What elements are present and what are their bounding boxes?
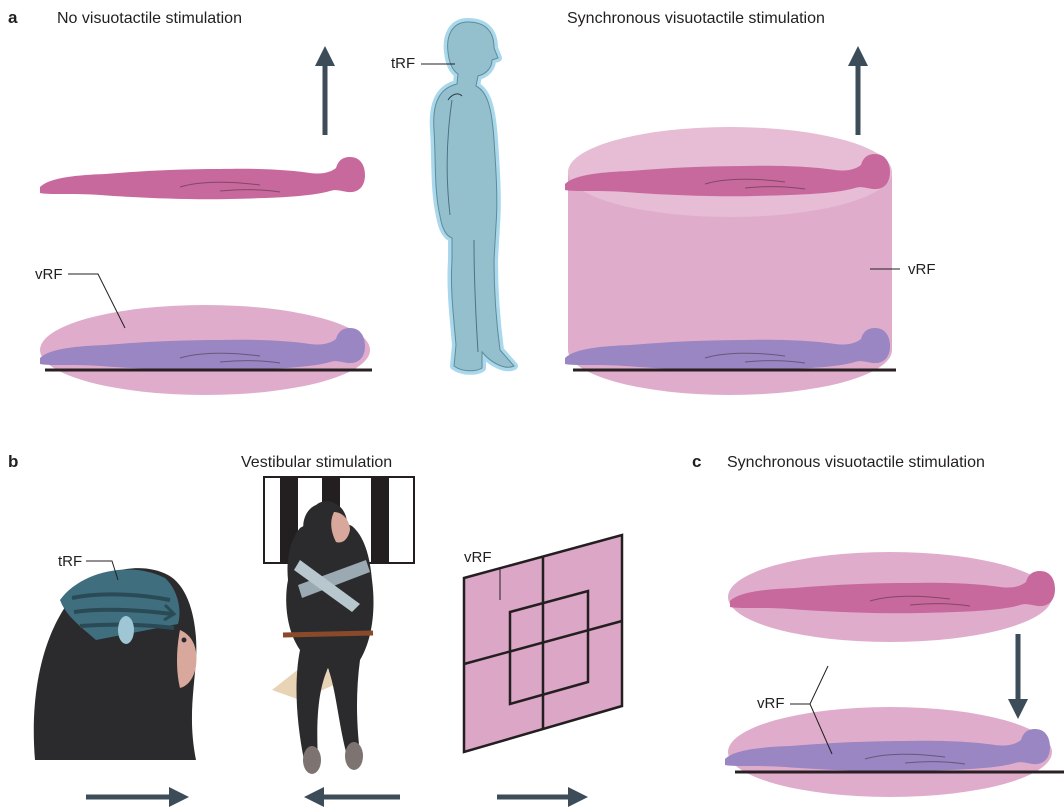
- vrf-label-c: vRF: [757, 695, 785, 712]
- panel-a: a No visuotactile stimulation Synchronou…: [8, 8, 936, 395]
- standing-body: [434, 22, 514, 371]
- panel-b: b Vestibular stimulation tRF: [8, 452, 622, 797]
- vrf-grid: [464, 535, 622, 752]
- vrf-leader-c-top: [790, 666, 828, 704]
- panel-a-letter: a: [8, 8, 18, 27]
- panel-b-title: Vestibular stimulation: [241, 454, 392, 471]
- monkey-head: [34, 568, 197, 760]
- floating-body-left: [40, 157, 365, 199]
- panel-c: c Synchronous visuotactile stimulation v…: [692, 452, 1064, 797]
- panel-b-letter: b: [8, 452, 18, 471]
- panel-c-title: Synchronous visuotactile stimulation: [727, 454, 985, 471]
- vrf-label-left: vRF: [35, 266, 63, 283]
- trf-label-b: tRF: [58, 553, 82, 570]
- trf-label-a: tRF: [391, 55, 415, 72]
- panel-c-letter: c: [692, 452, 701, 471]
- panel-a-title-right: Synchronous visuotactile stimulation: [567, 10, 825, 27]
- vrf-label-right: vRF: [908, 261, 936, 278]
- vrf-label-b: vRF: [464, 549, 492, 566]
- panel-a-title-left: No visuotactile stimulation: [57, 10, 242, 27]
